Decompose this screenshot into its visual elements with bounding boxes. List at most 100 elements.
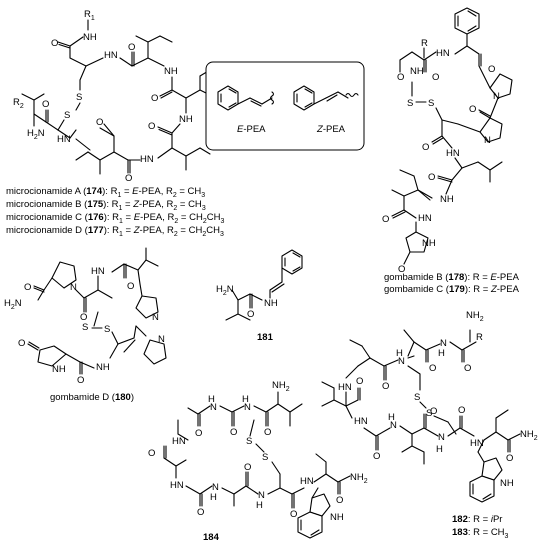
o-2: O [128,42,135,53]
nh-d4: NH [52,364,66,375]
nh-3: NH [164,66,178,77]
gombamide-d-structure: N O H2N O HN O N S S [4,247,167,403]
s-184a: S [262,452,268,463]
o-d4: O [77,375,84,386]
nh2-184b: NH2 [350,472,368,485]
nh2-182b: NH2 [520,429,538,442]
nh-indole-182: NH [500,478,514,489]
o-g7: O [382,214,389,225]
label-184: 184 [203,532,220,543]
n-184d: N [258,490,265,501]
r2-label: R2 [13,97,24,110]
n-g1: N [493,91,500,102]
o-184h: O [336,495,343,506]
o-4: O [148,121,155,132]
n-182d: N [438,432,445,443]
o-182e: O [373,451,380,462]
s-d2: S [104,324,110,335]
n-184a: N [210,402,217,413]
s-2: S [64,110,70,121]
nh-r1: NH [83,32,97,43]
o-184e: O [197,507,204,518]
compound-181-structure: NH O H2N 181 [216,249,303,343]
o-g8: O [398,264,405,275]
nh-g: NH [410,66,424,77]
hn-left: HN [57,134,71,145]
hn-2: HN [104,50,118,61]
o-3: O [151,93,158,104]
o-184a: O [195,428,202,439]
o-d2: O [80,312,87,323]
hn-182b: HN [354,416,368,427]
e-pea-structure: E-PEA [217,85,275,135]
hn-d3: NH [96,362,110,373]
caption-micro-a: microcionamide A (174): R1 = E-PEA, R2 =… [6,186,205,199]
hn-184c: HN [300,476,314,487]
o-g5: O [422,142,429,153]
h-182c: H [388,412,395,423]
n-d3: N [158,334,165,345]
nh-4: NH [179,114,193,125]
o-6: O [96,117,103,128]
o-182c: O [382,381,389,392]
z-pea-label: Z-PEA [316,124,346,135]
hn-182a: HN [338,382,352,393]
hn-g1: HN [436,48,450,59]
hn-182c: HN [470,438,484,449]
o-7: O [42,99,49,110]
hn-g3: HN [418,213,432,224]
s-1: S [76,92,82,103]
hn-184b: HN [170,480,184,491]
o-182a: O [429,363,436,374]
caption-micro-c: microcionamide C (176): R1 = E-PEA, R2 =… [6,212,225,225]
pea-definition-box: E-PEA Z-PEA [205,61,365,151]
h-182b: H [396,348,403,359]
caption-micro-d: microcionamide D (177): R1 = Z-PEA, R2 =… [6,225,224,238]
microcionamide-structure: R1 NH O HN O NH O NH [13,9,213,184]
caption-micro-b: microcionamide B (175): R1 = Z-PEA, R2 =… [6,199,206,212]
nh2-182: NH2 [466,310,484,323]
hn-g2: HN [446,148,460,159]
h2n-d: H2N [4,298,22,311]
caption-gomb-b: gombamide B (178): R = E-PEA [384,272,520,283]
o-g2: O [432,72,439,83]
h-184a: H [208,394,215,405]
o-184d: O [148,448,155,459]
h-182d: H [436,444,443,455]
o-182d: O [356,376,363,387]
n-182c: N [390,420,397,431]
o-g4: O [469,104,476,115]
o-184f: O [244,462,251,473]
s-d1: S [82,322,88,333]
caption-gomb-d: gombamide D (180) [50,392,134,403]
r-g: R [421,38,428,49]
o-182b: O [464,363,471,374]
s-g2: S [428,98,434,109]
nh-g2: NH [440,194,454,205]
h-184b: H [242,394,249,405]
gombamide-bc-structure: O HN O NH R O N N O S S O HN [382,7,520,295]
n-182a: N [440,338,447,349]
h2n-left: H2N [27,128,45,141]
e-pea-label: E-PEA [237,124,266,135]
compound-184-structure: O N H O N H O NH2 HN O HN O N [148,380,368,543]
caption-183: 183: R = CH3 [452,527,509,540]
o-g3: O [397,72,404,83]
o-g1: O [488,64,495,75]
nh-indole-184: NH [330,512,344,523]
s-182b: S [426,408,432,419]
nh-181: NH [264,298,278,309]
h-182a: H [438,348,445,359]
o-182f: O [430,406,437,417]
s-182a: S [414,392,420,403]
r-182: R [476,332,483,343]
o-d5: O [18,338,25,349]
n-d1: N [70,282,77,293]
o-d1: O [24,282,31,293]
n-d2: N [152,312,159,323]
o-d3: O [127,281,134,292]
hn-184a: HN [172,436,186,447]
n-184b: N [244,402,251,413]
o-184c: O [264,427,271,438]
